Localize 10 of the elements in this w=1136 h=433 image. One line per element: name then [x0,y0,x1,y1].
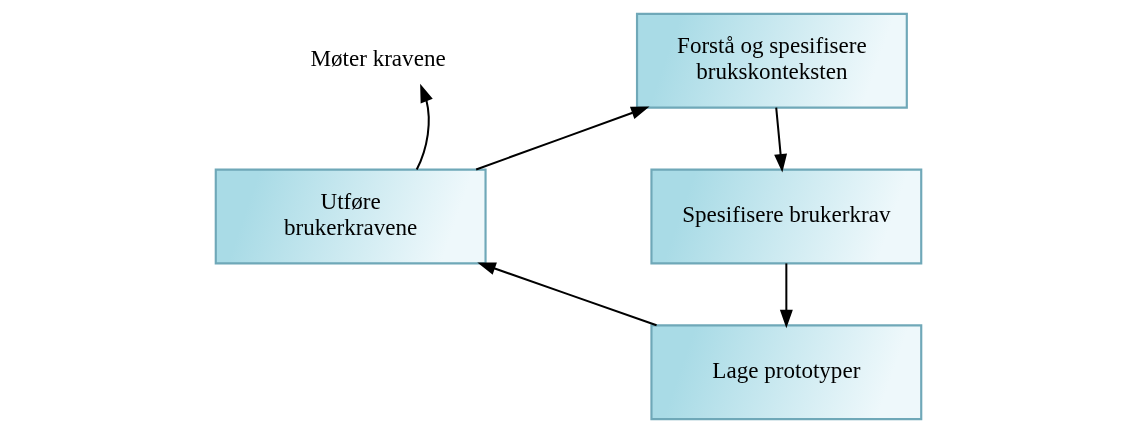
arrow [779,263,793,329]
arrow [415,83,433,170]
node-box: Forstå og spesifisere brukskonteksten [635,12,908,109]
node-box: Spesifisere brukerkrav [649,168,922,265]
arrow [476,262,657,327]
node-text: Møter kravene [309,45,446,72]
arrow [475,106,650,171]
arrow [773,107,787,173]
node-box: Utføre brukerkravene [214,168,487,265]
node-box: Lage prototyper [649,324,922,421]
